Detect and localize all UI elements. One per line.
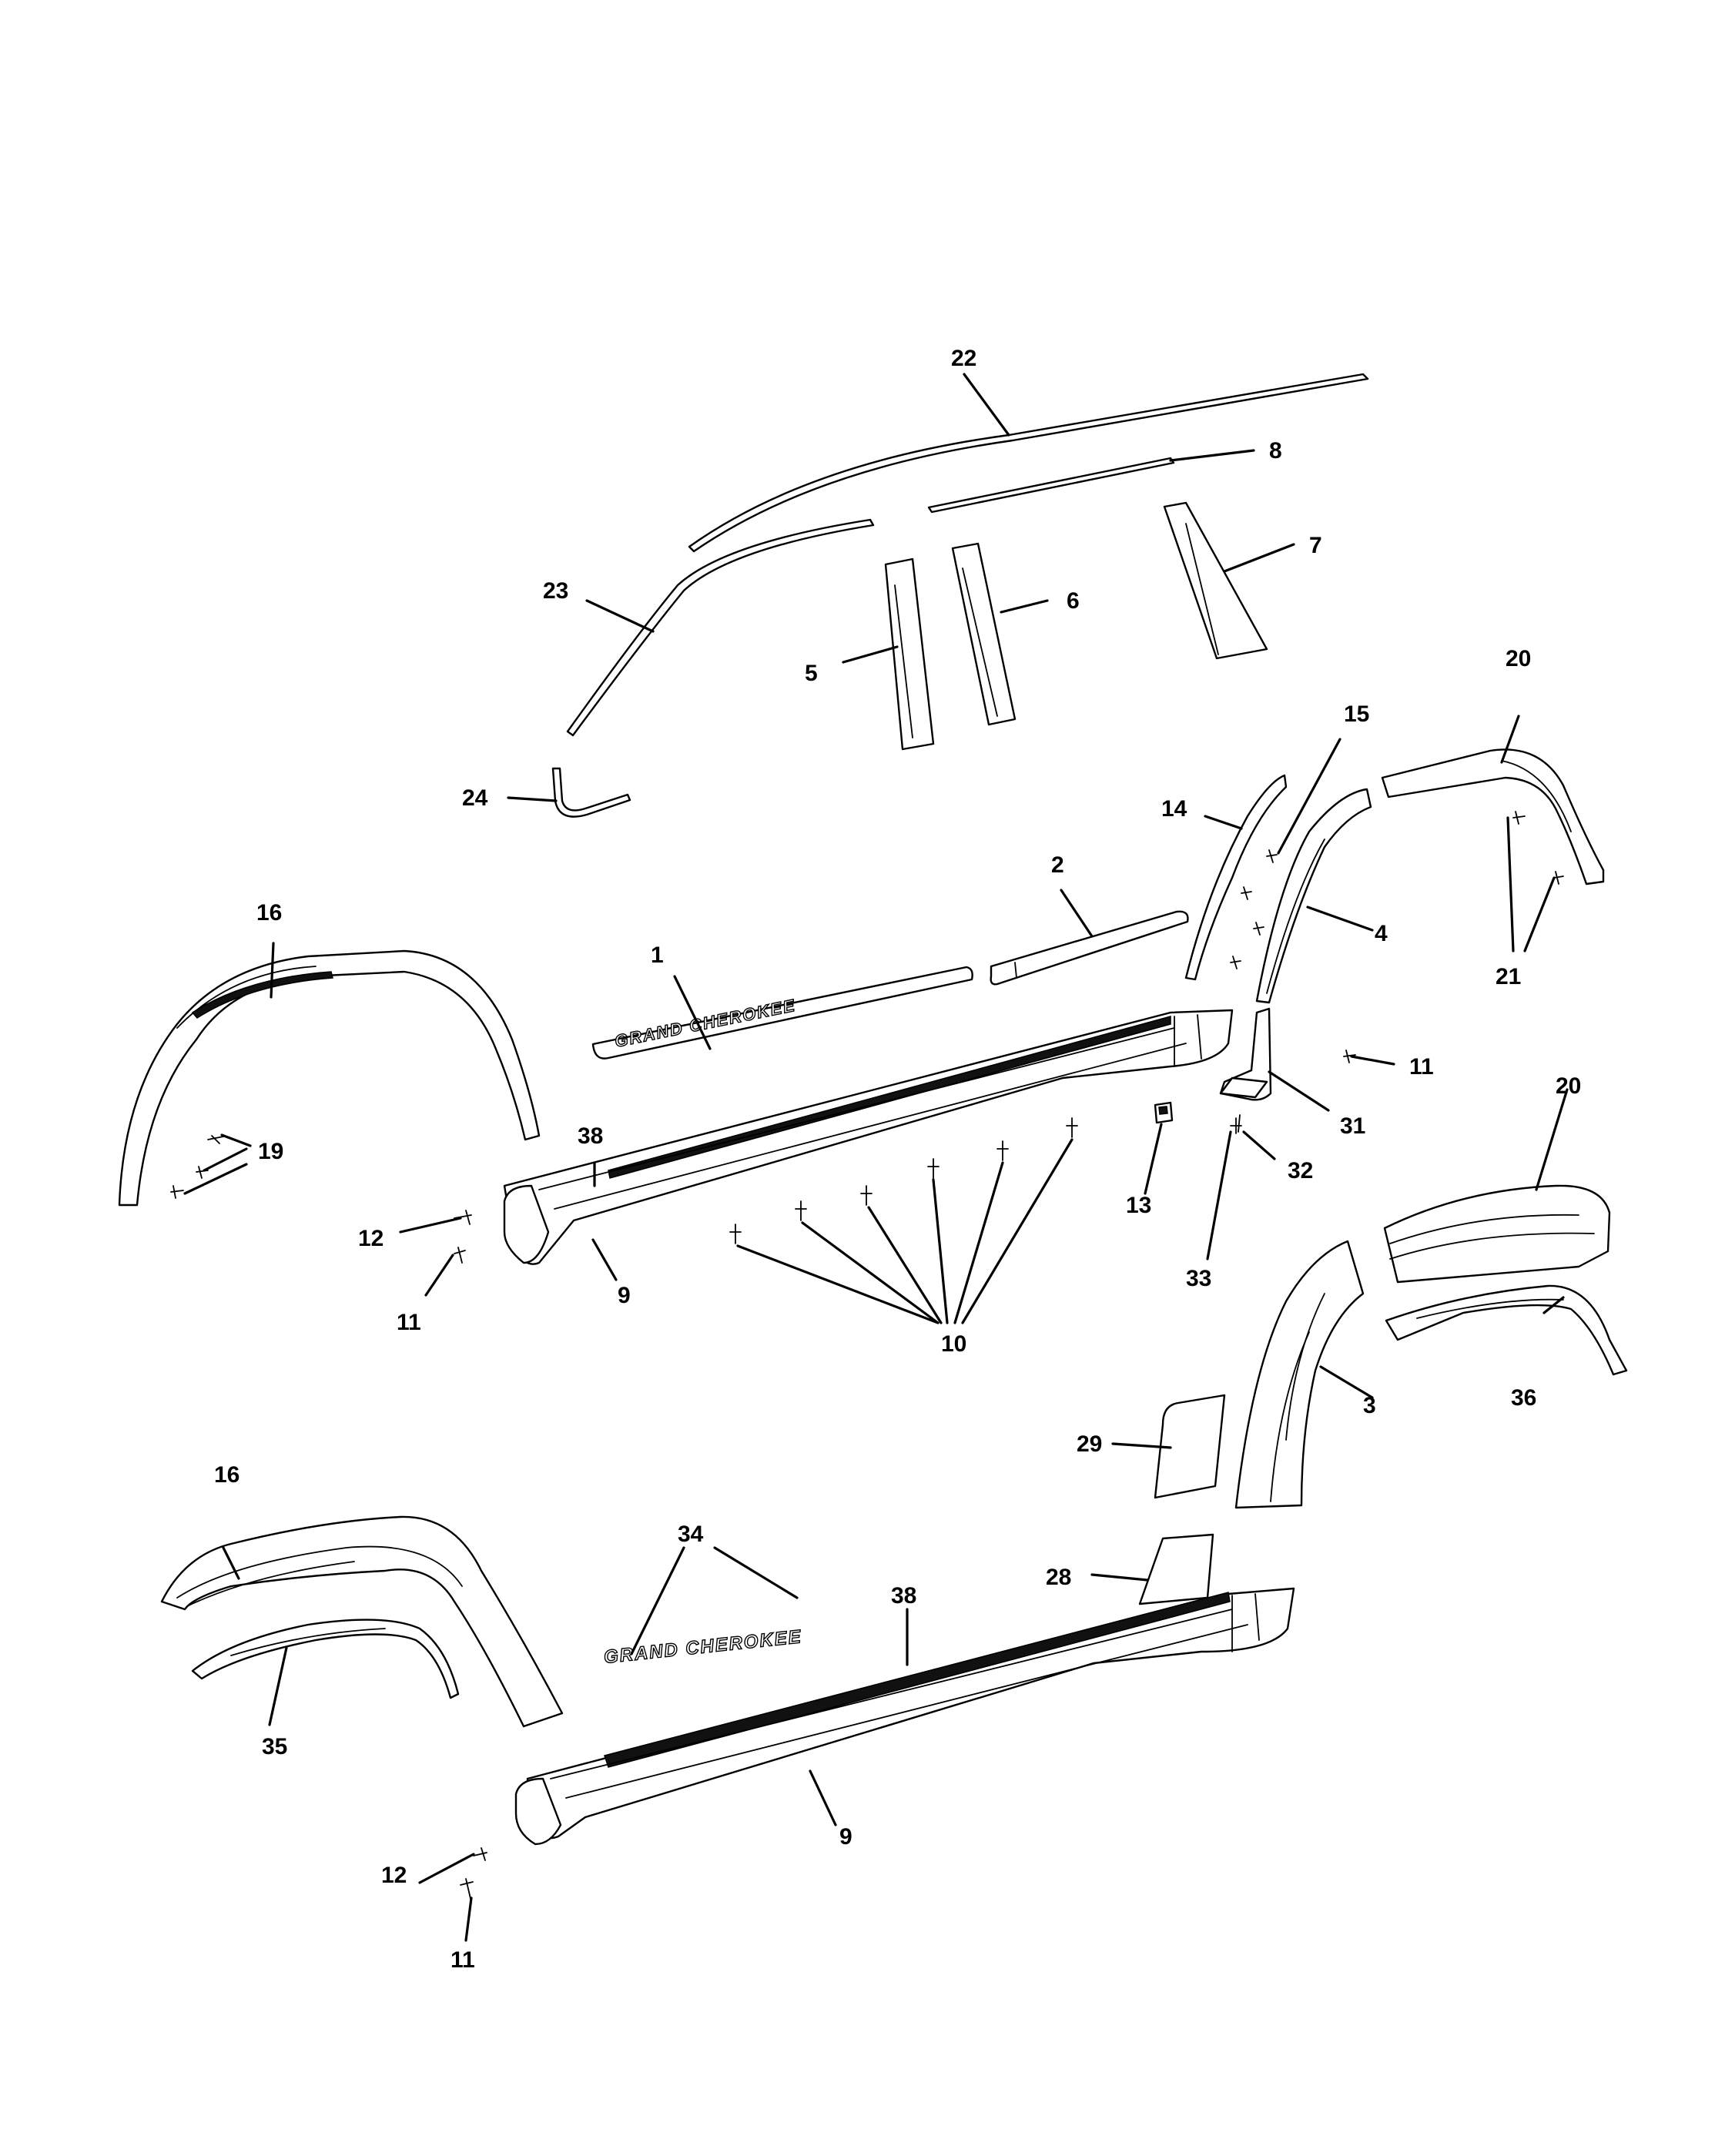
callout-34: 34 [678,1522,704,1547]
fasteners-lower [460,1847,487,1903]
callout-32: 32 [1288,1158,1313,1183]
fasteners-upper [170,811,1564,1264]
front-wheel-flare-16-lower [160,1515,564,1728]
callout-36: 36 [1511,1385,1536,1411]
callout-8: 8 [1269,438,1282,464]
callout-7: 7 [1309,533,1322,558]
front-door-molding-1: GRAND CHEROKEE [591,966,973,1060]
callout-13: 13 [1126,1193,1151,1218]
callout-28: 28 [1046,1565,1071,1590]
roof-drip-molding-22 [688,373,1369,553]
callout-38-lower: 38 [891,1583,916,1609]
callout-1: 1 [651,942,664,968]
rear-wheel-flare-20-upper [1381,748,1605,886]
leader-lines [183,373,1569,1942]
callout-5: 5 [805,661,818,686]
callout-16-lower: 16 [214,1462,239,1488]
belt-molding-8 [927,457,1175,514]
windshield-molding-23 [566,518,875,737]
callout-12-lower: 12 [381,1863,407,1888]
callout-23: 23 [543,578,568,604]
rocker-molding-9-upper [503,1009,1234,1265]
callout-20-upper: 20 [1506,646,1531,671]
callout-11-upper: 11 [397,1310,421,1335]
lower-windshield-molding-24 [551,767,631,818]
callout-6: 6 [1067,588,1080,614]
wheel-flare-bracket-36 [1385,1284,1628,1376]
b-pillar-applique-5 [884,557,935,751]
wheel-flare-bracket-35 [191,1619,460,1699]
callout-12-upper: 12 [358,1226,384,1251]
quarter-panel-applique-3 [1234,1240,1365,1509]
emblem-nameplate: GRAND CHEROKEE [603,1626,803,1668]
callout-15: 15 [1344,701,1369,727]
callout-19: 19 [258,1139,283,1164]
callout-9-upper: 9 [618,1283,631,1308]
callout-3: 3 [1363,1393,1376,1418]
callout-11-lower: 11 [451,1947,475,1973]
callout-29: 29 [1077,1431,1102,1457]
callout-31: 31 [1340,1113,1365,1139]
callout-38-upper: 38 [578,1123,603,1149]
callout-35: 35 [262,1734,287,1759]
clips-10 [729,1117,1078,1244]
callout-21: 21 [1496,964,1521,989]
decal-28 [1138,1533,1214,1605]
decal-29 [1154,1394,1226,1499]
grand-cherokee-emblem-34: GRAND CHEROKEE [602,1625,803,1668]
callout-16-upper: 16 [256,900,282,926]
callout-4: 4 [1375,921,1388,946]
callout-24: 24 [462,785,488,811]
rear-wheel-flare-14 [1184,774,1288,981]
callout-14: 14 [1161,796,1187,822]
quarter-applique-4 [1255,788,1372,1004]
front-wheel-flare-16-upper [118,949,541,1207]
c-pillar-applique-7 [1163,501,1268,660]
b-pillar-applique-6 [951,542,1017,726]
rocker-molding-9-lower [514,1587,1295,1846]
retainer-13 [1154,1101,1174,1124]
callout-22: 22 [951,346,976,371]
callout-33: 33 [1186,1266,1211,1291]
bracket-31 [1219,1007,1272,1101]
rear-wheel-flare-20-lower [1383,1184,1611,1284]
rear-door-molding-2 [990,910,1189,986]
callout-2: 2 [1051,852,1064,878]
callout-10: 10 [941,1331,966,1357]
callout-labels: 22 8 7 6 5 23 24 2 1 14 15 4 20 21 16 19… [214,346,1581,1973]
callout-9-lower: 9 [839,1824,852,1850]
callout-11-right: 11 [1409,1054,1434,1080]
callout-20-lower: 20 [1556,1073,1581,1099]
